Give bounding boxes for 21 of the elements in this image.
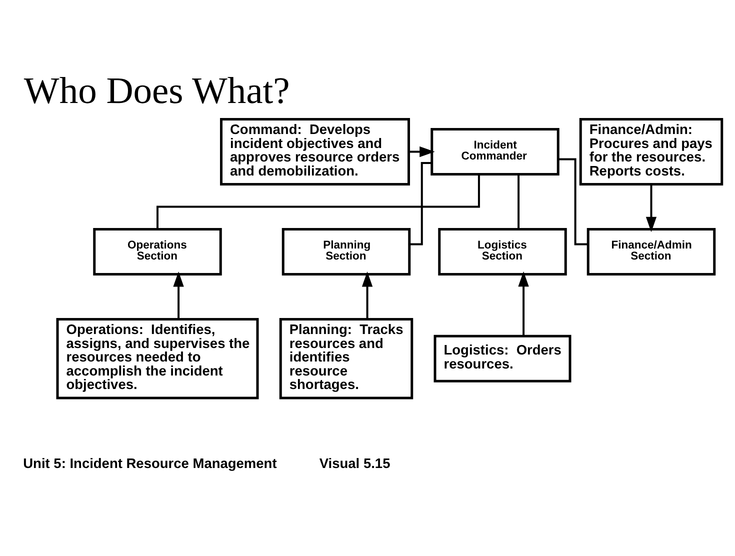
arrow <box>646 184 657 232</box>
label: Visual 5.15 <box>319 456 390 471</box>
connector <box>409 162 432 246</box>
node-box: Planning: Tracks resources and identifies resource shortages. <box>279 318 414 400</box>
arrow <box>409 146 435 158</box>
node-box: Finance/Admin: Procures and pays for the resources. Reports costs. <box>579 118 724 186</box>
arrow <box>518 271 529 336</box>
node-box: Command: Develops incident objectives and approves resource orders and demobilization. <box>220 118 410 186</box>
node-box: Operations Section <box>93 228 222 276</box>
node-box: Logistics: Orders resources. <box>434 334 572 382</box>
node-box: Incident Commander <box>430 128 560 176</box>
node-box: Finance/Admin Section <box>586 228 716 276</box>
node-box: Planning Section <box>282 228 411 276</box>
arrow <box>362 271 373 319</box>
node-box: Logistics Section <box>438 228 567 276</box>
connector <box>156 174 480 229</box>
connector <box>518 174 520 230</box>
diagram-title: Who Does What? <box>24 71 290 112</box>
label: Unit 5: Incident Resource Management <box>23 456 277 471</box>
arrow <box>173 271 184 319</box>
node-box: Operations: Identifies, assigns, and supervises the resources needed to accomplish the incident objectives. <box>56 318 259 400</box>
